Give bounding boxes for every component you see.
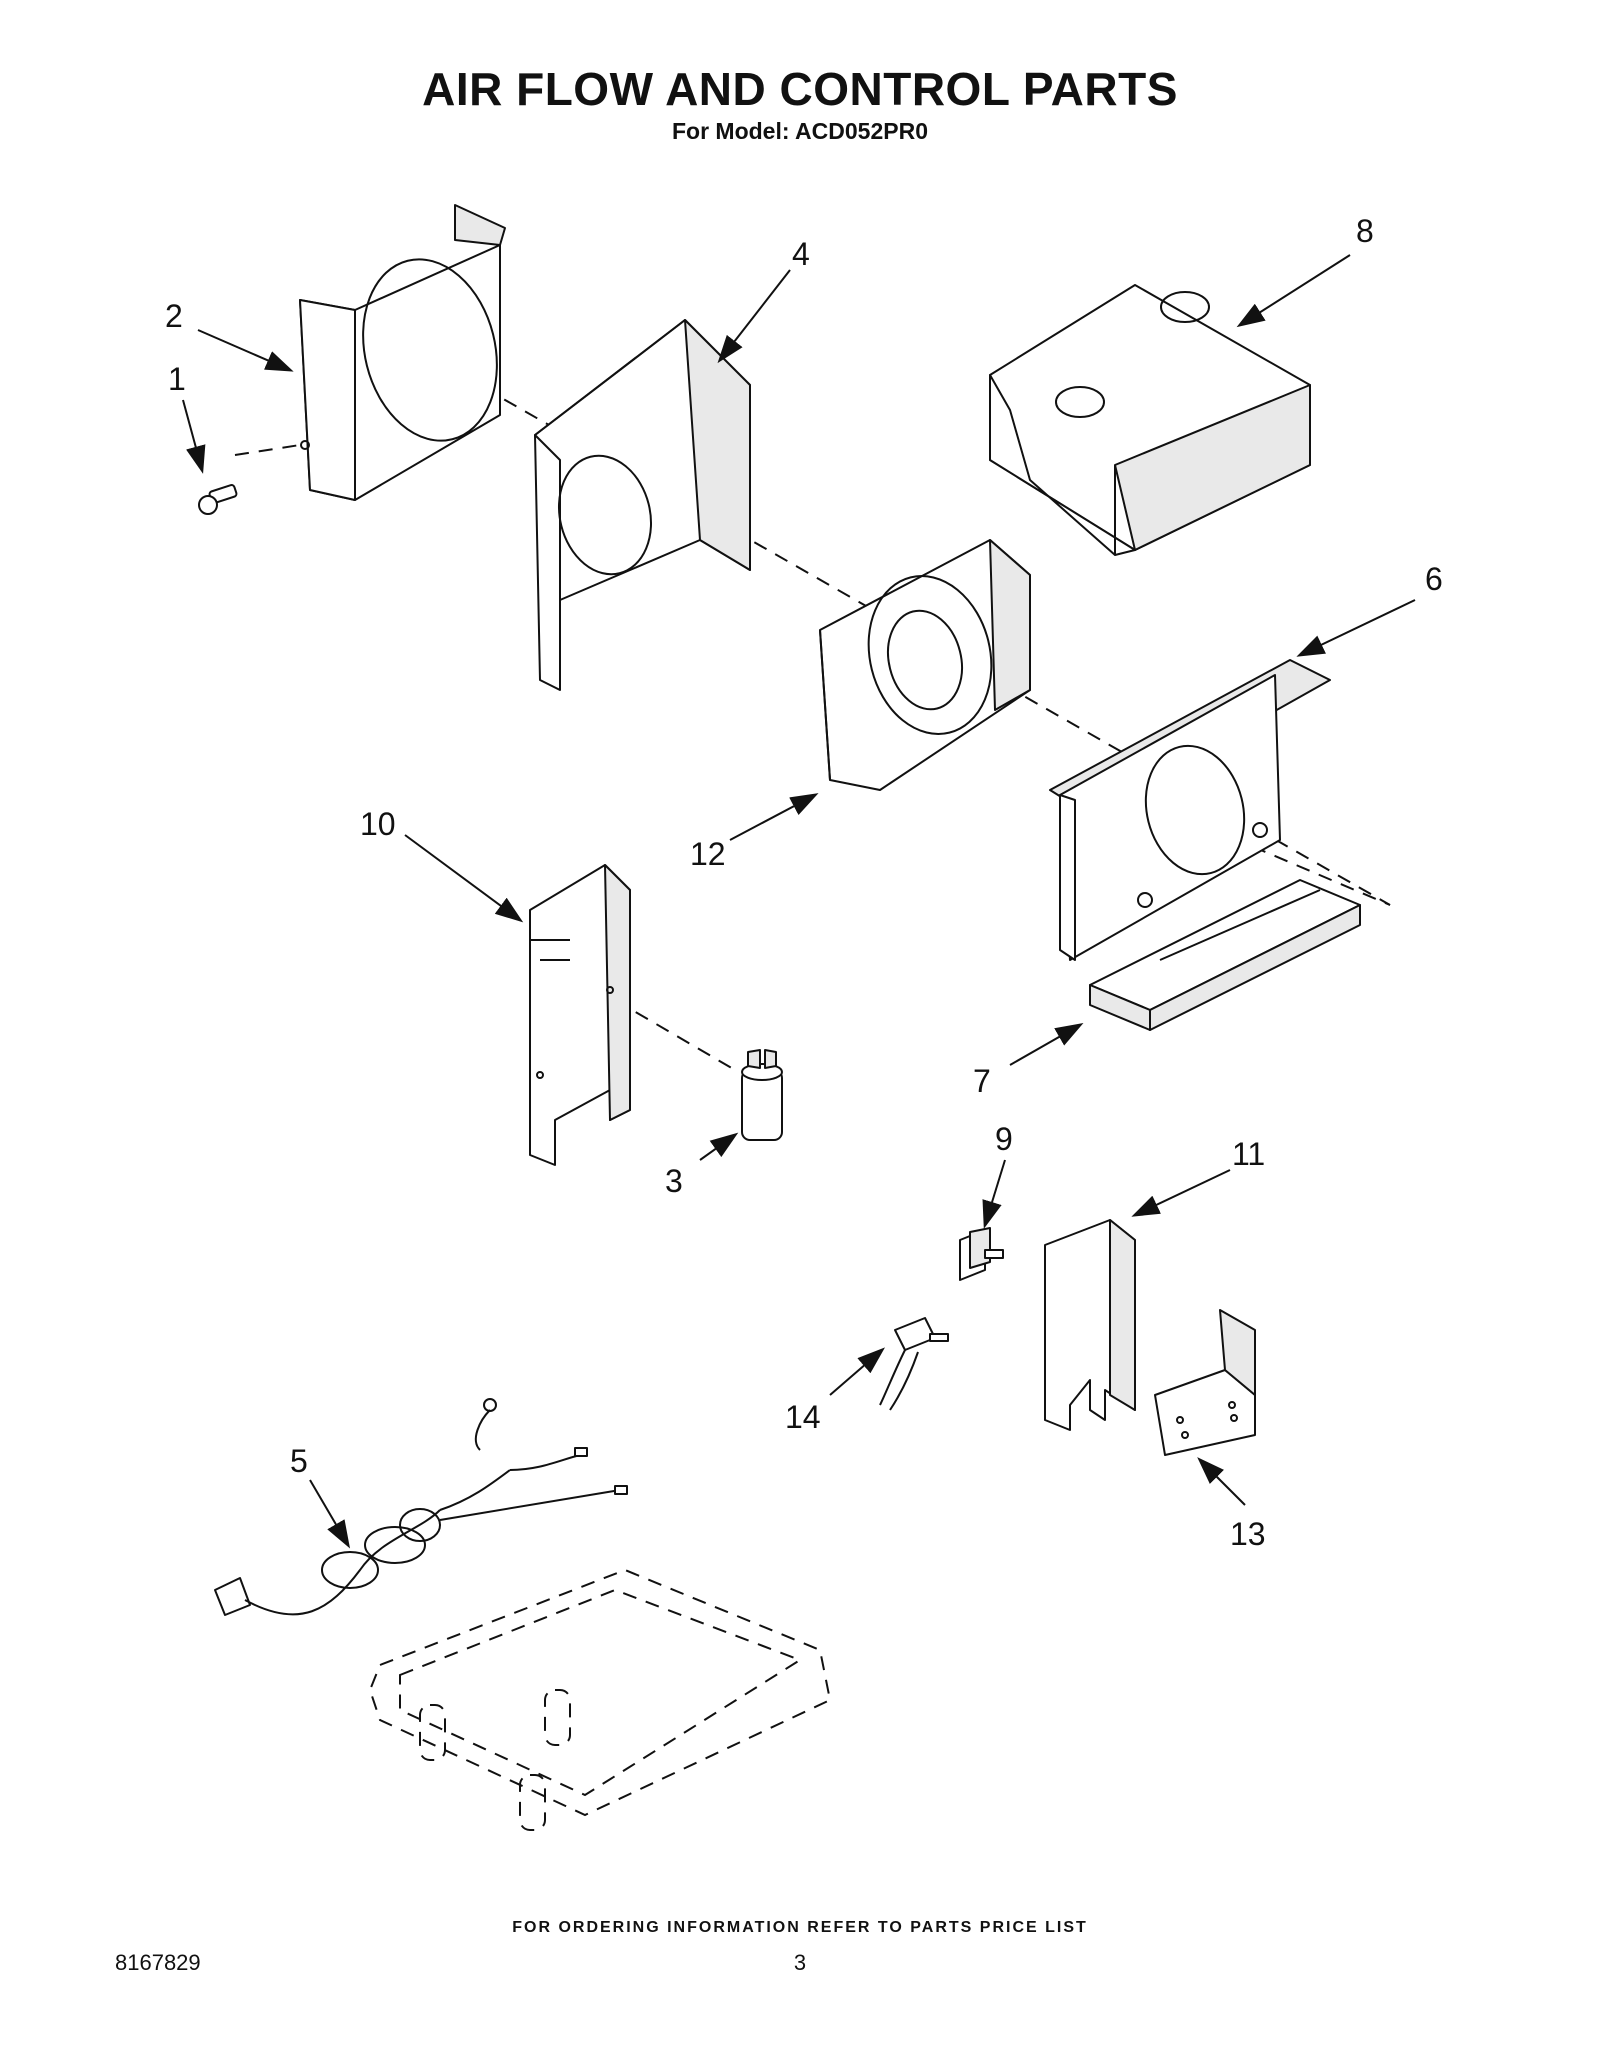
callout-3: 3 (665, 1163, 683, 1199)
part-4-air-guide (534, 319, 751, 691)
callout-2: 2 (165, 298, 183, 334)
callout-9: 9 (995, 1121, 1013, 1157)
callout-12: 12 (690, 836, 726, 872)
callout-6: 6 (1425, 561, 1443, 597)
part-1-screw (198, 484, 238, 515)
callout-10: 10 (360, 806, 396, 842)
page-number: 3 (793, 1950, 807, 1975)
part-6-orifice-panel (1049, 659, 1331, 961)
part-8-top-housing (989, 284, 1311, 556)
part-2-shroud (299, 204, 506, 501)
callout-5: 5 (290, 1443, 308, 1479)
part-7-base-tray (1089, 879, 1361, 1031)
part-3-capacitor (741, 1049, 783, 1141)
part-14-thermostat (879, 1317, 949, 1411)
document-number: 8167829 (115, 1950, 201, 1975)
callout-8: 8 (1356, 213, 1374, 249)
model-subtitle: For Model: ACD052PR0 (671, 118, 929, 144)
callout-4: 4 (792, 236, 810, 272)
callout-14: 14 (785, 1399, 821, 1435)
page-title: AIR FLOW AND CONTROL PARTS (422, 63, 1178, 115)
part-10-bracket (529, 864, 631, 1166)
part-13-control-plate (1154, 1309, 1256, 1456)
callout-1: 1 (168, 361, 186, 397)
callout-13: 13 (1230, 1516, 1266, 1552)
leader-arrows (182, 254, 1416, 1549)
base-pan-reference (368, 1568, 832, 1831)
part-12-blower-housing (819, 539, 1031, 791)
part-5-power-cord (214, 1398, 628, 1616)
callout-7: 7 (973, 1063, 991, 1099)
ordering-note: FOR ORDERING INFORMATION REFER TO PARTS … (512, 1919, 1088, 1936)
part-9-switch (959, 1227, 1004, 1281)
callout-11: 11 (1232, 1136, 1265, 1172)
part-11-control-bracket (1044, 1219, 1136, 1431)
